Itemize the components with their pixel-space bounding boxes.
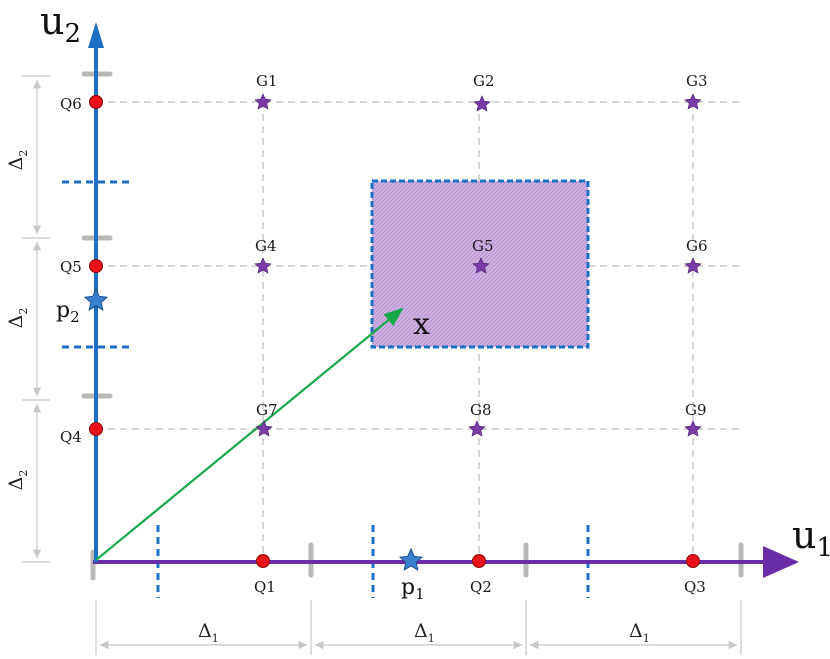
g2-label: G2 xyxy=(473,72,495,90)
q3-label: Q3 xyxy=(684,578,706,596)
q4-point xyxy=(89,422,103,436)
u2-axis-arrowhead xyxy=(88,22,104,48)
g1-star xyxy=(254,93,272,110)
g3-star xyxy=(684,93,702,110)
delta1-dimensions xyxy=(95,600,742,655)
p2-label: p2 xyxy=(56,298,80,326)
g8-star xyxy=(468,420,486,437)
g1-label: G1 xyxy=(256,72,278,90)
p1-label: p1 xyxy=(401,575,425,603)
vector-x xyxy=(95,307,404,561)
q5-label: Q5 xyxy=(60,258,82,276)
g5-star xyxy=(472,257,490,274)
q5-point xyxy=(89,259,103,273)
q6-label: Q6 xyxy=(60,95,82,113)
delta1-label-1: Δ1 xyxy=(198,620,219,645)
g9-star xyxy=(684,420,702,437)
q1-point xyxy=(256,554,270,568)
q6-point xyxy=(89,95,103,109)
g6-label: G6 xyxy=(686,237,708,255)
delta1-label-3: Δ1 xyxy=(629,620,650,645)
g3-label: G3 xyxy=(686,72,708,90)
delta2-label-3: Δ2 xyxy=(5,470,30,491)
delta2-dimensions xyxy=(22,75,50,563)
q3-point xyxy=(686,554,700,568)
q2-label: Q2 xyxy=(470,578,492,596)
q4-label: Q4 xyxy=(60,428,82,446)
g6-star xyxy=(684,257,702,274)
q2-point xyxy=(472,554,486,568)
g8-label: G8 xyxy=(470,401,492,419)
q1-label: Q1 xyxy=(254,578,276,596)
g5-label: G5 xyxy=(472,237,494,255)
delta2-label-2: Δ2 xyxy=(5,308,30,329)
delta1-label-2: Δ1 xyxy=(414,620,435,645)
delta2-label-1: Δ2 xyxy=(5,150,30,171)
u2-axis-label: u2 xyxy=(40,0,81,49)
g2-star xyxy=(473,95,491,112)
vector-x-label: x xyxy=(413,307,430,342)
g7-label: G7 xyxy=(256,401,278,419)
g7-star xyxy=(255,420,273,437)
p1-star xyxy=(398,547,424,572)
g4-label: G4 xyxy=(255,237,277,255)
p2-star xyxy=(83,287,109,312)
grid-points xyxy=(254,93,702,437)
u1-axis-label: u1 xyxy=(792,513,830,563)
quantization-points xyxy=(89,95,700,568)
g9-label: G9 xyxy=(685,401,707,419)
g4-star xyxy=(254,257,272,274)
